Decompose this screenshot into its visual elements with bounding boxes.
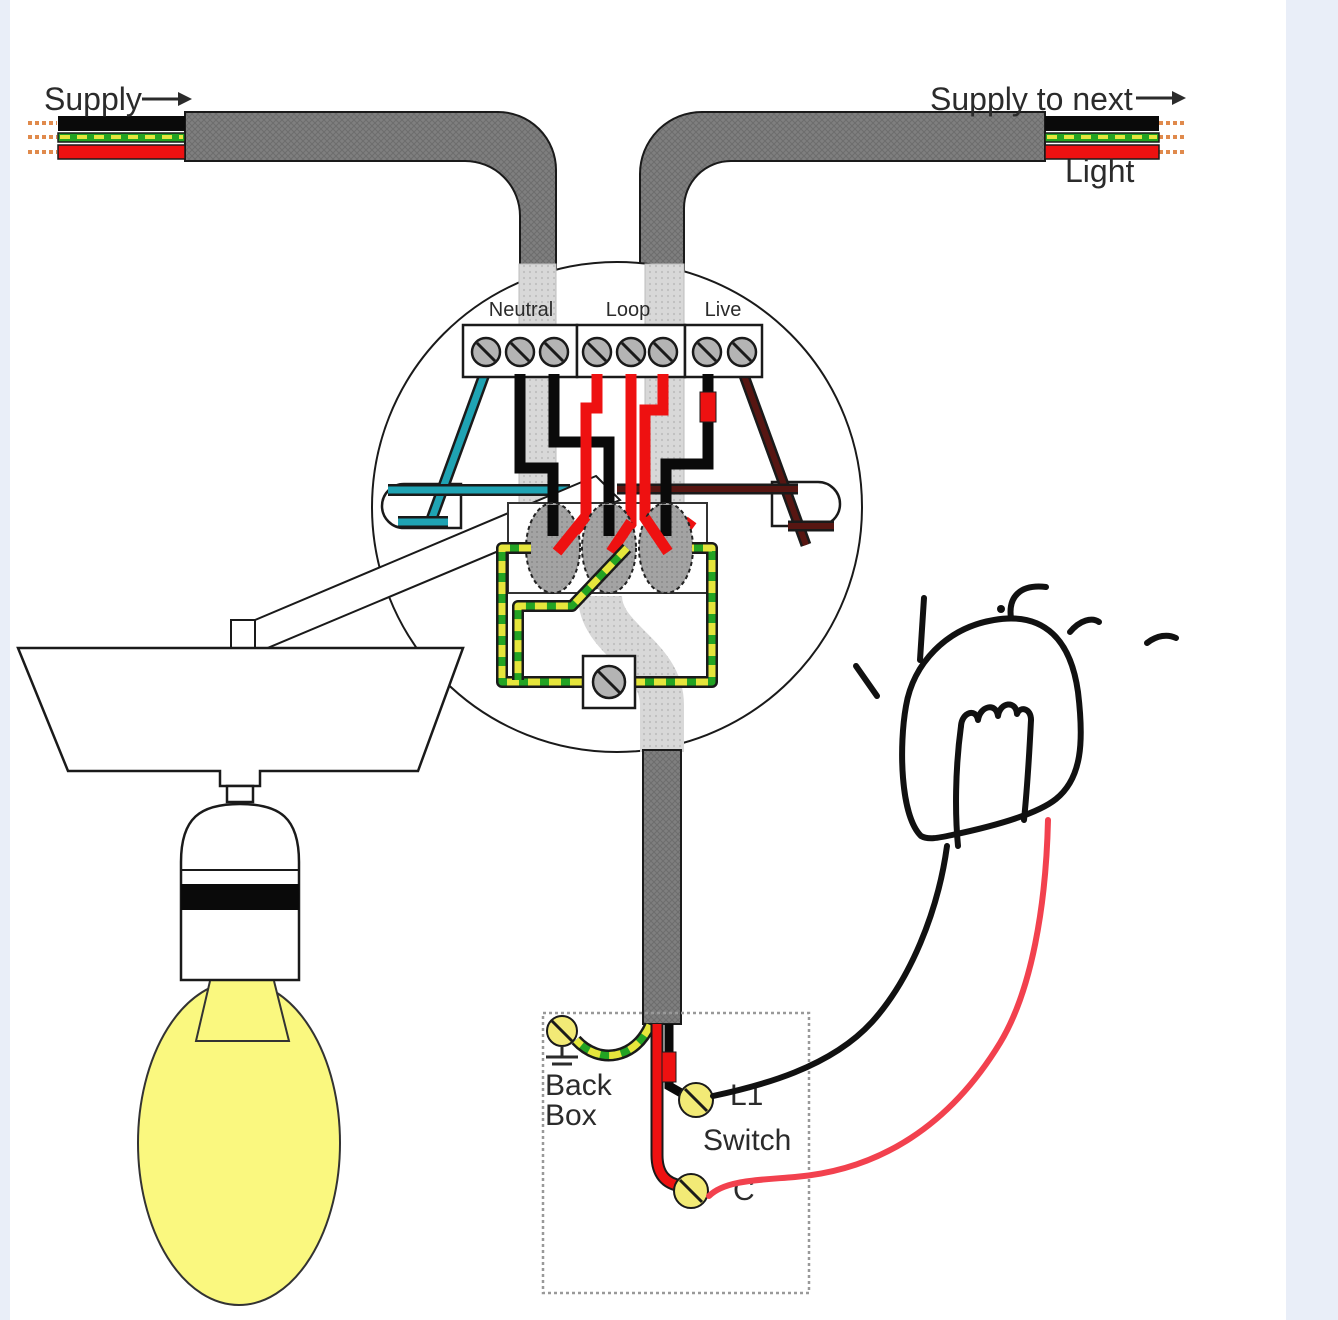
backbox-earth-screw bbox=[546, 1015, 578, 1047]
terminal-screw bbox=[581, 336, 613, 368]
earth-symbol-icon bbox=[546, 1046, 578, 1066]
terminal-screw bbox=[691, 336, 723, 368]
lamp-holder-band bbox=[181, 884, 299, 910]
right-margin bbox=[1286, 0, 1338, 1320]
switch-black-wire bbox=[664, 1024, 686, 1098]
sketch-rays bbox=[853, 583, 1179, 699]
lamp-holder-cap bbox=[225, 784, 255, 804]
lamp-flex-end bbox=[230, 619, 256, 651]
black-core bbox=[58, 116, 185, 131]
back-box-label-line1: Back bbox=[545, 1069, 613, 1102]
sketch-dot bbox=[997, 605, 1005, 613]
supply-arrow-icon bbox=[142, 92, 192, 106]
live-label: Live bbox=[705, 299, 742, 321]
switch-back-box bbox=[541, 1011, 811, 1295]
black-wires bbox=[514, 374, 717, 535]
c-screw bbox=[673, 1173, 709, 1209]
terminal-screw bbox=[504, 336, 536, 368]
left-margin bbox=[0, 0, 10, 1320]
bulb-filament-cone bbox=[194, 980, 291, 1042]
black-core bbox=[1045, 116, 1159, 131]
terminal-screw bbox=[647, 336, 679, 368]
terminal-screw bbox=[615, 336, 647, 368]
red-core bbox=[1044, 144, 1160, 160]
supply-wires-right bbox=[1044, 116, 1186, 160]
cable-band-center bbox=[578, 593, 684, 752]
light-label: Light bbox=[1065, 153, 1135, 189]
neutral-label: Neutral bbox=[489, 299, 553, 321]
flex-grips bbox=[525, 502, 694, 594]
loop-label: Loop bbox=[606, 299, 651, 321]
sketch-hand bbox=[899, 615, 1084, 849]
supply-to-next-arrow-icon bbox=[1136, 91, 1186, 105]
lampshade bbox=[16, 646, 465, 788]
sketch-black-lead bbox=[710, 843, 950, 1099]
l1-screw bbox=[678, 1082, 714, 1118]
switched-live-sleeve bbox=[699, 391, 717, 423]
supply-label: Supply bbox=[44, 81, 142, 117]
switch-label: Switch bbox=[703, 1124, 791, 1157]
switch-cable bbox=[642, 749, 682, 1025]
red-core bbox=[57, 144, 186, 160]
terminal-screw bbox=[470, 336, 502, 368]
terminal-screw bbox=[538, 336, 570, 368]
terminal-screw bbox=[726, 336, 758, 368]
supply-wires-left bbox=[28, 116, 186, 160]
terminal-screws bbox=[470, 336, 758, 368]
sleeve-l1 bbox=[661, 1051, 677, 1083]
earth-core bbox=[57, 132, 186, 143]
lamp-holder bbox=[179, 802, 301, 982]
supply-to-next-label: Supply to next bbox=[930, 81, 1133, 117]
sketch-red-lead bbox=[706, 817, 1051, 1199]
earth-terminal-screw bbox=[591, 664, 627, 700]
black-wire-neutral bbox=[514, 374, 559, 535]
back-box-label-line2: Box bbox=[545, 1099, 597, 1132]
